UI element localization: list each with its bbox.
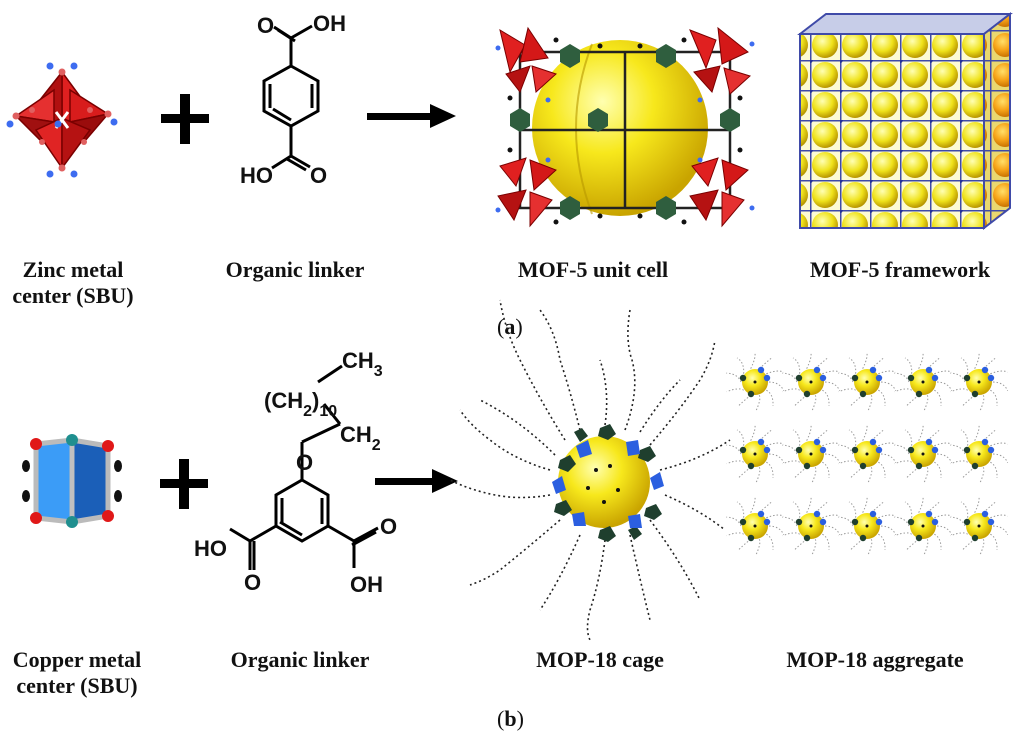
linker-b-right-o: O bbox=[380, 514, 397, 539]
aggregate-cage bbox=[782, 351, 841, 413]
linker-a-top-o: O bbox=[257, 13, 274, 38]
alkoxy-isophthalic-acid-structure bbox=[229, 364, 379, 570]
terephthalic-acid-structure bbox=[262, 24, 320, 172]
caption-mop18-cage: MOP-18 cage bbox=[536, 647, 664, 672]
zinc-cluster-tr bbox=[689, 26, 751, 95]
aggregate-cage bbox=[782, 495, 841, 557]
caption-mof5-unit-cell: MOF-5 unit cell bbox=[517, 257, 669, 282]
linker-b-ether-o: O bbox=[296, 450, 313, 475]
caption-organic-linker-a: Organic linker bbox=[225, 257, 365, 282]
linker-a-bottom-o: O bbox=[310, 163, 327, 188]
aggregate-cage bbox=[894, 495, 953, 557]
linker-b-right-oh: OH bbox=[350, 572, 383, 597]
mof5-unit-cell-illustration bbox=[495, 26, 755, 228]
aggregate-cage bbox=[894, 423, 953, 485]
zinc-cluster-tl bbox=[499, 26, 557, 94]
reaction-arrow-b bbox=[375, 469, 458, 493]
mof5-framework-illustration bbox=[797, 11, 1013, 231]
zinc-sbu-illustration bbox=[6, 62, 118, 178]
aggregate-cage bbox=[838, 495, 897, 557]
mop18-cage-illustration bbox=[449, 299, 731, 641]
caption-mop18-aggregate: MOP-18 aggregate bbox=[786, 647, 964, 672]
linker-b-alkyl-chain: (CH2)10 bbox=[264, 388, 337, 420]
aggregate-cage bbox=[838, 423, 897, 485]
plus-sign-a bbox=[161, 94, 209, 144]
panel-label-a: (a) bbox=[497, 314, 523, 339]
aggregate-cage bbox=[950, 423, 1009, 485]
linker-b-left-ho: HO bbox=[194, 536, 227, 561]
aggregate-cage bbox=[726, 423, 785, 485]
copper-sbu-illustration bbox=[22, 434, 122, 528]
linker-a-top-oh: OH bbox=[313, 11, 346, 36]
linker-a-bottom-ho: HO bbox=[240, 163, 273, 188]
caption-organic-linker-b: Organic linker bbox=[230, 647, 370, 672]
linker-b-left-o: O bbox=[244, 570, 261, 595]
panel-label-b: (b) bbox=[497, 706, 524, 731]
aggregate-cage bbox=[838, 351, 897, 413]
caption-mof5-framework: MOF-5 framework bbox=[809, 257, 991, 282]
reaction-arrow-a bbox=[367, 104, 456, 128]
aggregate-cage bbox=[894, 351, 953, 413]
aggregate-cage bbox=[950, 495, 1009, 557]
aggregate-cage bbox=[726, 351, 785, 413]
zinc-cluster-bl bbox=[497, 157, 557, 228]
plus-sign-b bbox=[160, 459, 208, 509]
aggregate-cage bbox=[782, 423, 841, 485]
linker-b-ch3: CH3 bbox=[342, 348, 383, 380]
aggregate-cage bbox=[726, 495, 785, 557]
aggregate-cage bbox=[950, 351, 1009, 413]
zinc-cluster-br bbox=[689, 157, 749, 228]
linker-b-ch2: CH2 bbox=[340, 422, 381, 454]
mop18-aggregate-illustration bbox=[726, 351, 1009, 557]
